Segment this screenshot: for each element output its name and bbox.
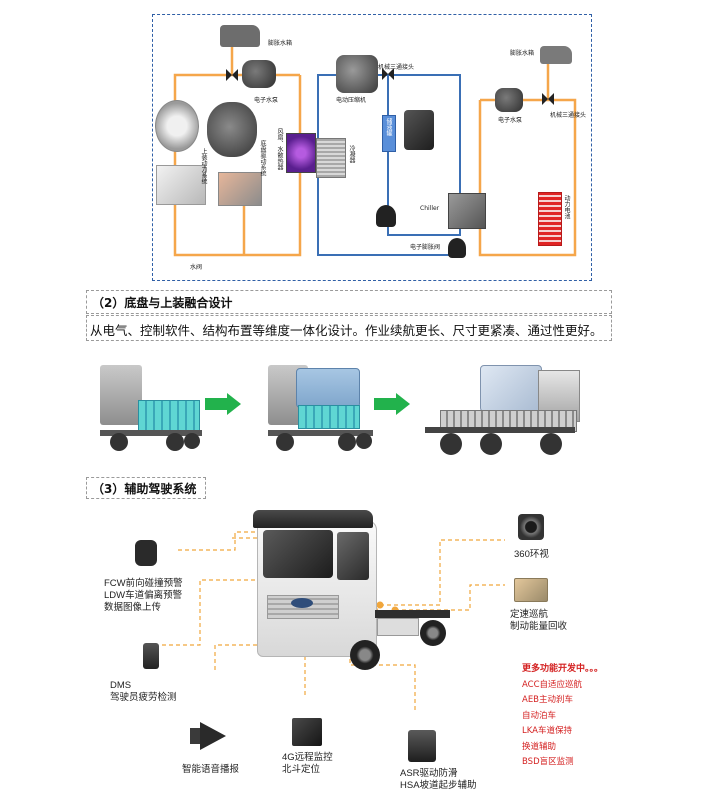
data-upload-line: 数据图像上传	[104, 602, 162, 613]
cruise-line2: 制动能量回收	[510, 621, 568, 632]
reservoir-left-label: 膨胀水箱	[268, 40, 293, 47]
dvr-4g-icon	[292, 718, 322, 746]
more-feature-item: 自动泊车	[522, 710, 557, 721]
inverter-upper-image	[156, 165, 206, 205]
cruise-module-icon	[514, 578, 548, 602]
valve-top-image	[382, 68, 394, 80]
fcw-line1: FCW前向碰撞预警	[104, 578, 183, 589]
thermal-diagram: 膨胀水箱 电子水泵 上装动力系统 底盘驱动系统 风扇、水散热器 水阀 电动压缩机…	[0, 0, 716, 290]
fan-radiator-image	[286, 133, 316, 173]
section2-title-box	[86, 290, 612, 314]
cruise-line1: 定速巡航	[510, 609, 549, 620]
chiller-label: Chiller	[420, 205, 440, 212]
inverter-chassis-image	[218, 172, 262, 206]
expansion-valve-upper-image	[376, 205, 396, 227]
dryer-label: 储液罐	[385, 118, 392, 136]
valve-right-image	[542, 93, 554, 105]
ldw-line: LDW车道偏离预警	[104, 590, 183, 601]
expansion-valve-lower-image	[448, 238, 466, 258]
expansion-valve-label: 电子膨胀阀	[410, 244, 441, 251]
reservoir-right-image	[540, 46, 572, 64]
section3-title-box	[86, 477, 206, 499]
chassis-drive-label: 底盘驱动系统	[259, 140, 266, 176]
reservoir-left-image	[220, 25, 260, 47]
three-way-right-label: 机械三通接头	[550, 112, 587, 119]
more-features-list: 更多功能开发中。。。 ACC自适应巡航 AEB主动刹车 自动泊车 LKA车道保持…	[522, 662, 603, 771]
battery-image	[538, 192, 562, 246]
chiller-image	[448, 193, 486, 229]
adas-truck-image	[245, 500, 455, 675]
view360-caption: 360环视	[514, 549, 549, 561]
motor-chassis-image	[207, 102, 257, 157]
more-feature-item: BSD盲区监测	[522, 757, 574, 767]
fan-radiator-label: 风扇、水散热器	[276, 128, 283, 170]
truck-cutaway-image	[420, 365, 580, 465]
g4-caption: 4G远程监控 北斗定位	[282, 752, 333, 776]
valve-block-image	[404, 110, 434, 150]
fcw-caption: FCW前向碰撞预警 LDW车道偏离预警 数据图像上传	[104, 578, 183, 614]
dryer-image	[382, 115, 396, 152]
cruise-caption: 定速巡航 制动能量回收	[510, 609, 567, 633]
upper-drive-label: 上装动力系统	[200, 148, 207, 184]
voice-caption: 智能语音播报	[182, 764, 239, 776]
more-feature-item: AEB主动刹车	[522, 695, 574, 705]
section3-title: （3）辅助驾驶系统	[92, 482, 197, 496]
pump-left-image	[242, 60, 276, 88]
voice-line: 智能语音播报	[182, 764, 240, 775]
truck-chassis-image	[100, 355, 205, 455]
section2-title: （2）底盘与上装融合设计	[92, 296, 233, 310]
motor-upper-image	[155, 100, 199, 152]
thermal-frame	[152, 14, 592, 281]
more-feature-item: ACC自适应巡航	[522, 679, 583, 690]
three-way-top-label: 机械三通接头	[378, 64, 415, 71]
condenser-image	[316, 138, 346, 178]
g4-line1: 4G远程监控	[282, 752, 333, 763]
pump-left-label: 电子水泵	[254, 97, 279, 104]
asr-line1: ASR驱动防滑	[400, 768, 458, 779]
dms-line1: DMS	[110, 680, 132, 691]
pump-right-image	[495, 88, 523, 112]
more-feature-item: LKA车道保持	[522, 726, 572, 736]
dms-camera-icon	[143, 643, 159, 669]
asr-caption: ASR驱动防滑 HSA坡道起步辅助	[400, 768, 477, 792]
view360-line: 360环视	[514, 549, 549, 560]
valve-left-image	[226, 69, 238, 81]
g4-line2: 北斗定位	[282, 764, 321, 775]
pump-right-label: 电子水泵	[498, 117, 523, 124]
dms-caption: DMS 驾驶员疲劳检测	[110, 680, 177, 704]
battery-label: 动力电池	[563, 195, 570, 219]
pipe-network	[173, 38, 577, 257]
camera-360-icon	[518, 514, 544, 540]
section2-description: 从电气、控制软件、结构布置等维度一体化设计。作业续航更长、尺寸更紧凑、通过性更好…	[90, 323, 603, 338]
reservoir-right-label: 膨胀水箱	[510, 50, 535, 57]
section2-description-box	[86, 315, 612, 341]
compressor-label: 电动压缩机	[336, 97, 367, 104]
valve-label: 水阀	[190, 264, 203, 271]
condenser-label: 冷凝器	[348, 145, 355, 163]
compressor-image	[336, 55, 378, 93]
asr-controller-icon	[408, 730, 436, 762]
camera-front-icon	[135, 540, 157, 566]
more-feature-item: 换道辅助	[522, 741, 557, 752]
more-features-heading: 更多功能开发中。。。	[522, 664, 604, 674]
hsa-line: HSA坡道起步辅助	[400, 780, 477, 791]
dms-line2: 驾驶员疲劳检测	[110, 692, 177, 703]
truck-integrated-image	[268, 360, 376, 458]
